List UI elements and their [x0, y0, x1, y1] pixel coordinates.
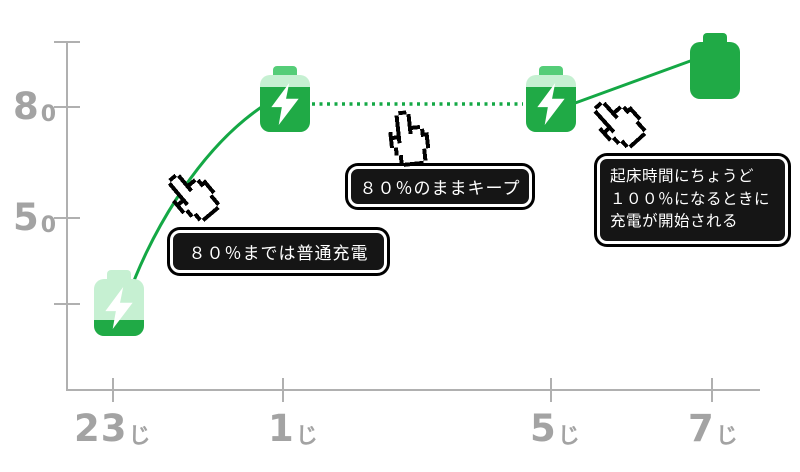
- callout-normal-charge-text: ８０％までは普通充電: [188, 244, 369, 263]
- final-charge-line: [555, 54, 705, 112]
- battery-level-fill: [94, 320, 144, 336]
- y-label-50-num: 5: [13, 196, 40, 239]
- battery-body: [260, 75, 310, 132]
- battery-charging-icon-23h: [94, 270, 144, 336]
- callout-normal-charge: ８０％までは普通充電: [170, 230, 387, 273]
- x-label-23h-num: 23: [74, 407, 128, 450]
- battery-charging-icon-1h: [260, 66, 310, 132]
- x-label-5h-sub: じ: [557, 424, 581, 449]
- x-label-1h-sub: じ: [295, 424, 319, 449]
- y-label-80-sub: 0: [40, 102, 58, 127]
- battery-body: [94, 279, 144, 336]
- y-label-80-num: 8: [13, 85, 40, 128]
- y-tick-80: [54, 106, 80, 108]
- lightning-bolt-icon: [271, 82, 299, 125]
- x-tick-7h: [711, 378, 713, 402]
- callout-wake-line2: １００％になるときに: [610, 190, 771, 208]
- callout-wake-line1: 起床時間にちょうど: [610, 168, 755, 186]
- y-axis-top-cap-tick: [54, 41, 80, 43]
- battery-cap: [273, 66, 297, 77]
- hand-cursor-icon: [593, 101, 647, 149]
- hand-cursor-icon: [167, 173, 221, 222]
- x-axis: [66, 389, 760, 391]
- x-label-23h-sub: じ: [128, 424, 152, 449]
- battery-cap: [703, 33, 727, 44]
- lightning-bolt-icon: [537, 82, 565, 125]
- battery-body: [690, 42, 740, 99]
- x-tick-1h: [282, 378, 284, 402]
- battery-cap: [539, 66, 563, 77]
- battery-cap: [107, 270, 131, 281]
- callout-wake-time-charge: 起床時間にちょうど １００％になるときに 充電が開始される: [597, 156, 788, 244]
- x-tick-23h: [112, 378, 114, 402]
- normal-charge-curve: [125, 102, 267, 301]
- hand-cursor-icon: [388, 110, 431, 167]
- lightning-bolt-icon: [105, 286, 133, 329]
- x-label-1h-num: 1: [268, 407, 295, 450]
- y-tick-50: [54, 217, 80, 219]
- battery-full-icon-7h: [690, 33, 740, 99]
- callout-wake-line3: 充電が開始される: [610, 213, 739, 231]
- battery-charging-icon-5h: [526, 66, 576, 132]
- battery-body: [526, 75, 576, 132]
- y-label-50-sub: 0: [40, 213, 58, 238]
- x-label-5h-num: 5: [530, 407, 557, 450]
- y-axis: [66, 42, 68, 390]
- callout-keep-80: ８０％のままキープ: [348, 166, 532, 207]
- x-label-7h-sub: じ: [715, 424, 739, 449]
- x-label-7h-num: 7: [688, 407, 715, 450]
- callout-keep-80-text: ８０％のままキープ: [359, 179, 521, 198]
- x-tick-5h: [550, 378, 552, 402]
- y-tick-low: [54, 303, 80, 305]
